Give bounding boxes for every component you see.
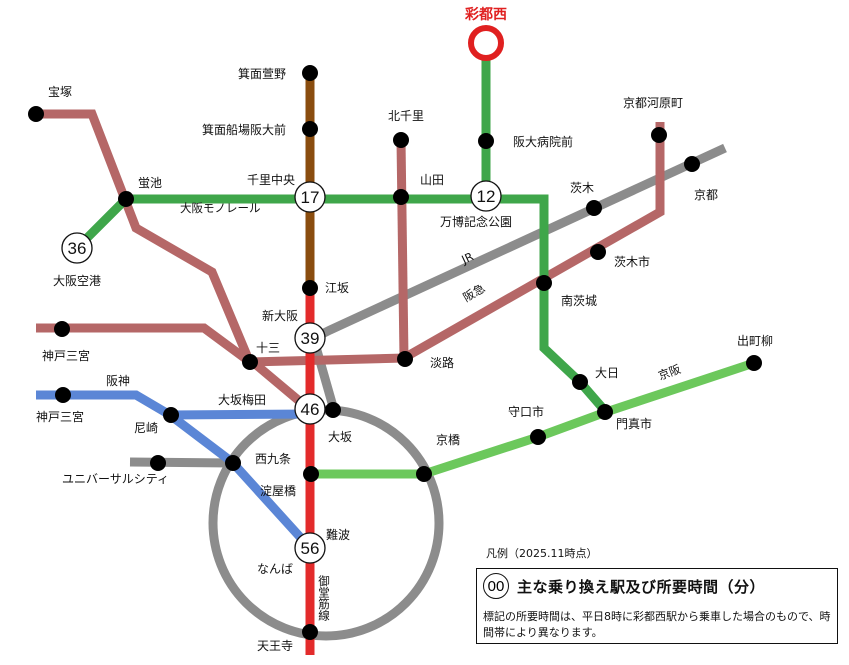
station-dot-ibaraki[interactable] (586, 200, 602, 216)
label-kadoma-shi: 門真市 (616, 416, 652, 431)
legend-heading-row: 00 主な乗り換え駅及び所要時間（分） (483, 573, 765, 599)
station-dot-minami-ibaraki[interactable] (536, 275, 552, 291)
label-kyobashi: 京橋 (436, 433, 460, 447)
label-shin-osaka: 新大阪 (262, 308, 298, 323)
station-dot-kobe-sannomiya-hanshin[interactable] (55, 387, 71, 403)
badge-umeda[interactable]: 46 (294, 393, 326, 425)
travel-time-umeda: 46 (301, 400, 320, 419)
station-dot-tennoji[interactable] (302, 624, 318, 640)
badge-senri-chuo[interactable]: 17 (294, 181, 326, 213)
station-dot-kyoto-kawaramachi[interactable] (651, 127, 667, 143)
label-midosuji-line: 御堂筋線 (317, 574, 331, 621)
hankyu-kyoto-line (401, 122, 665, 362)
station-dot-esaka[interactable] (302, 280, 318, 296)
label-juso: 十三 (256, 341, 280, 355)
label-keihan-line: 京阪 (656, 362, 683, 383)
label-yamada: 山田 (420, 173, 444, 187)
label-ibaraki-shi: 茨木市 (614, 254, 650, 269)
label-senri-chuo: 千里中央 (247, 172, 295, 187)
station-dot-amagasaki[interactable] (163, 407, 179, 423)
station-dot-takarazuka[interactable] (28, 106, 44, 122)
label-osaka-airport: 大阪空港 (53, 274, 101, 288)
station-dot-hotarugaike[interactable] (118, 191, 134, 207)
hanshin-namba-line (167, 411, 314, 552)
hanshin-main-line (36, 390, 311, 420)
label-hotarugaike: 蛍池 (138, 176, 162, 190)
legend-box: 00 主な乗り換え駅及び所要時間（分） 標記の所要時間は、平日8時に彩都西駅から… (476, 568, 838, 644)
label-takarazuka: 宝塚 (48, 85, 72, 99)
label-jr-line: JR (458, 249, 475, 267)
label-kita-senri: 北千里 (388, 109, 424, 123)
label-demachiyanagi: 出町柳 (737, 334, 773, 348)
legend-badge-sample: 00 (483, 573, 509, 599)
badge-banpaku[interactable]: 12 (470, 180, 502, 212)
badge-namba[interactable]: 56 (294, 532, 326, 564)
label-universal-city: ユニバーサルシティ (62, 472, 169, 486)
badge-osaka-airport[interactable]: 36 (61, 232, 93, 264)
travel-time-osaka-airport: 36 (68, 239, 87, 258)
label-kyoto: 京都 (694, 188, 718, 202)
station-dot-kyoto[interactable] (684, 156, 700, 172)
station-dot-juso[interactable] (242, 354, 258, 370)
label-banpaku: 万博記念公園 (440, 214, 512, 229)
label-osaka-monorail: 大阪モノレール (180, 201, 261, 215)
label-osaka: 大坂 (328, 430, 352, 444)
station-dot-minoh-kayano[interactable] (302, 65, 318, 81)
badge-shin-osaka[interactable]: 39 (294, 322, 326, 354)
station-dot-yamada[interactable] (393, 189, 409, 205)
label-nishikujo: 西九条 (255, 452, 291, 466)
station-dot-dainichi[interactable] (572, 374, 588, 390)
label-osaka-umeda: 大坂梅田 (218, 392, 266, 407)
label-kobe-sannomiya-hanshin: 神戸三宮 (36, 409, 84, 424)
label-amagasaki: 尼崎 (134, 421, 158, 435)
station-dot-universal-city[interactable] (150, 455, 166, 471)
station-dot-kadoma-shi[interactable] (597, 404, 613, 420)
station-dot-kyobashi[interactable] (416, 466, 432, 482)
travel-time-shin-osaka: 39 (301, 329, 320, 348)
station-dot-nishikujo[interactable] (225, 455, 241, 471)
station-dot-moriguchi-shi[interactable] (530, 429, 546, 445)
station-dot-kita-senri[interactable] (393, 132, 409, 148)
label-namba-kana: なんば (257, 562, 293, 576)
label-tennoji: 天王寺 (257, 639, 293, 653)
jr-yumesaki-line (129, 457, 233, 468)
osaka-monorail-line (73, 194, 610, 415)
travel-time-namba: 56 (301, 539, 320, 558)
hankyu-takarazuka-line (36, 109, 313, 414)
label-minoh-kayano: 箕面萱野 (238, 67, 286, 81)
label-kobe-sannomiya-hankyu: 神戸三宮 (42, 348, 90, 363)
label-kyoto-kawaramachi: 京都河原町 (623, 96, 683, 110)
hankyu-kobe-line (36, 323, 253, 366)
origin-station-marker[interactable] (468, 25, 504, 61)
hankyu-kyoto-line-west (249, 353, 406, 367)
station-dot-awaji[interactable] (397, 351, 413, 367)
station-dot-ibaraki-shi[interactable] (590, 244, 606, 260)
travel-time-banpaku: 12 (477, 187, 496, 206)
label-awaji: 淡路 (430, 355, 454, 370)
label-esaka: 江坂 (325, 281, 349, 295)
label-minoh-senba: 箕面船場阪大前 (202, 122, 286, 137)
label-namba-kanji: 難波 (326, 527, 350, 542)
station-dot-demachiyanagi[interactable] (746, 355, 762, 371)
hankyu-senri-line (396, 139, 409, 359)
station-dot-yodoyabashi[interactable] (303, 466, 319, 482)
station-dot-minoh-senba[interactable] (302, 121, 318, 137)
label-hankyu-line: 阪急 (461, 281, 488, 305)
legend-title: 凡例（2025.11時点） (486, 547, 598, 560)
label-dainichi: 大日 (595, 366, 619, 380)
legend-heading: 主な乗り換え駅及び所要時間（分） (517, 577, 766, 596)
station-dot-kobe-sannomiya-hankyu[interactable] (54, 321, 70, 337)
label-yodoyabashi: 淀屋橋 (260, 484, 296, 498)
station-dot-osaka[interactable] (325, 402, 341, 418)
origin-station-label: 彩都西 (464, 6, 507, 23)
label-handai-byoin: 阪大病院前 (513, 134, 573, 149)
legend-note: 標記の所要時間は、平日8時に彩都西駅から乗車した場合のもので、時間帯により異なり… (483, 610, 831, 639)
travel-time-senri-chuo: 17 (301, 188, 320, 207)
station-dots (28, 65, 762, 640)
label-minami-ibaraki: 南茨城 (561, 293, 597, 308)
label-ibaraki: 茨木 (570, 181, 594, 195)
label-moriguchi-shi: 守口市 (508, 404, 544, 419)
station-dot-handai-byoin[interactable] (478, 133, 494, 149)
label-hanshin-line: 阪神 (106, 374, 130, 388)
